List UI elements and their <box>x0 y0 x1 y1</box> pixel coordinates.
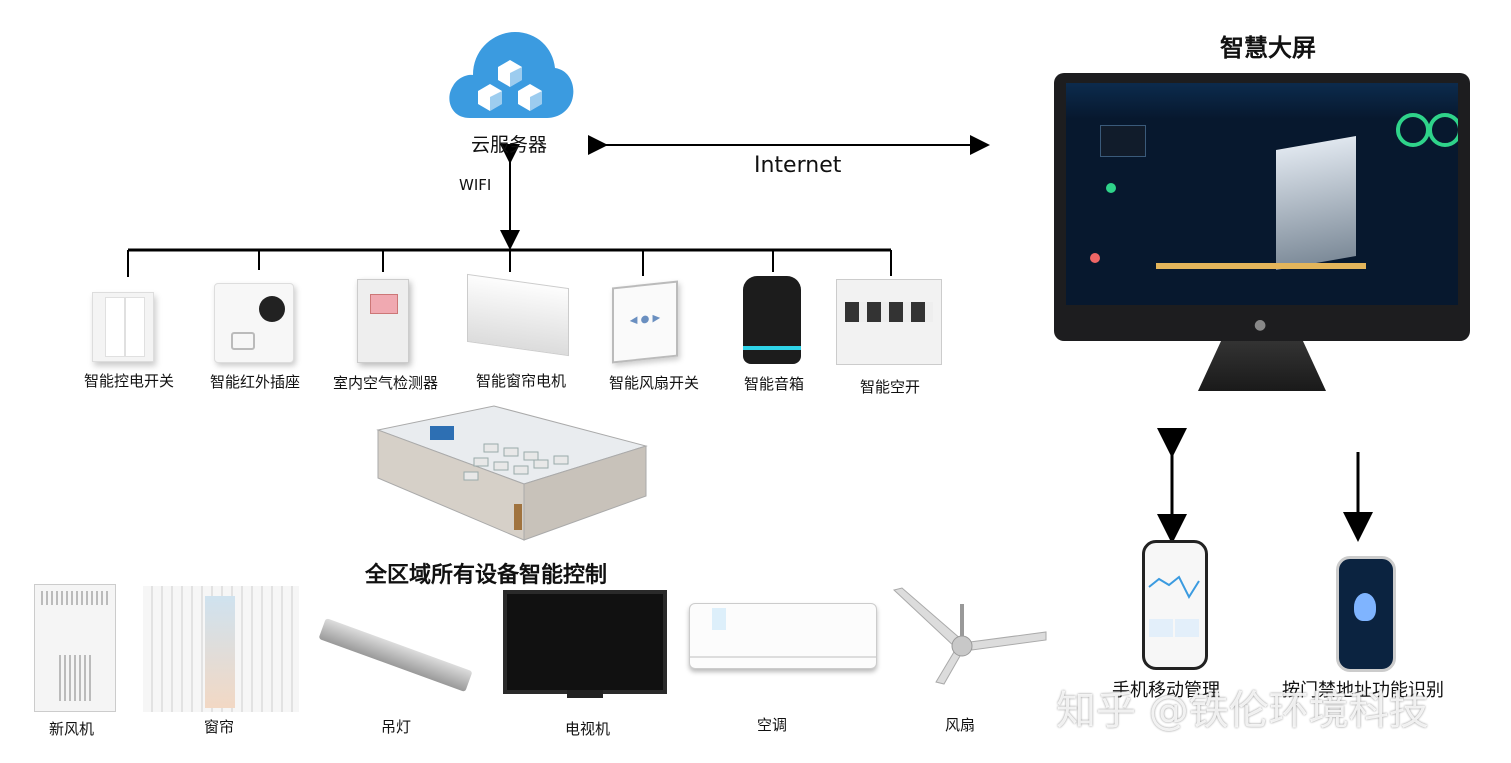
device-label: 智能空开 <box>860 378 921 396</box>
appliance-label: 吊灯 <box>381 718 412 736</box>
appliance-label: 新风机 <box>49 720 95 738</box>
dashboard-screen <box>1066 83 1458 305</box>
device-label: 智能窗帘电机 <box>476 372 567 390</box>
apple-logo-icon: ● <box>1254 317 1267 333</box>
ir-socket-icon <box>214 283 294 363</box>
curtain-motor-icon <box>467 273 569 357</box>
appliance-label: 空调 <box>757 716 788 734</box>
appliance-label: 电视机 <box>565 720 611 738</box>
appliance-label: 窗帘 <box>204 718 235 736</box>
device-label: 智能控电开关 <box>84 372 175 390</box>
device-label: 室内空气检测器 <box>333 374 439 392</box>
monitor-icon: ● <box>1054 73 1470 341</box>
smart-speaker-icon <box>743 276 801 364</box>
circuit-breaker-icon <box>836 279 942 365</box>
classroom-model-icon <box>376 405 648 541</box>
wifi-label: WIFI <box>459 176 492 194</box>
cloud-cubes-icon <box>449 32 574 118</box>
appliance-label: 风扇 <box>945 716 976 734</box>
tv-icon <box>503 590 667 698</box>
air-conditioner-icon <box>689 603 877 669</box>
center-caption: 全区域所有设备智能控制 <box>365 563 608 588</box>
internet-label: Internet <box>754 153 842 178</box>
curtain-icon <box>143 586 299 712</box>
phone-face-id-icon <box>1336 556 1396 672</box>
phone-chart-icon <box>1142 540 1208 670</box>
fresh-air-unit-icon <box>34 584 116 712</box>
fan-switch-icon: ◀ ● ▶ <box>612 280 678 364</box>
device-label: 智能风扇开关 <box>609 374 700 392</box>
phone-label: 手机移动管理 <box>1112 680 1220 701</box>
wall-switch-icon <box>92 292 154 362</box>
ceiling-fan-icon <box>892 587 1047 685</box>
monitor-stand <box>1198 341 1326 391</box>
device-label: 智能音箱 <box>744 375 805 393</box>
big-screen-title: 智慧大屏 <box>1220 34 1316 62</box>
phone-label: 按门禁地址功能识别 <box>1282 680 1444 701</box>
watermark: 知乎 @铁伦环境科技 <box>1056 688 1429 734</box>
device-label: 智能红外插座 <box>210 373 301 391</box>
cloud-server-label: 云服务器 <box>470 134 547 156</box>
air-detector-icon <box>357 279 409 363</box>
